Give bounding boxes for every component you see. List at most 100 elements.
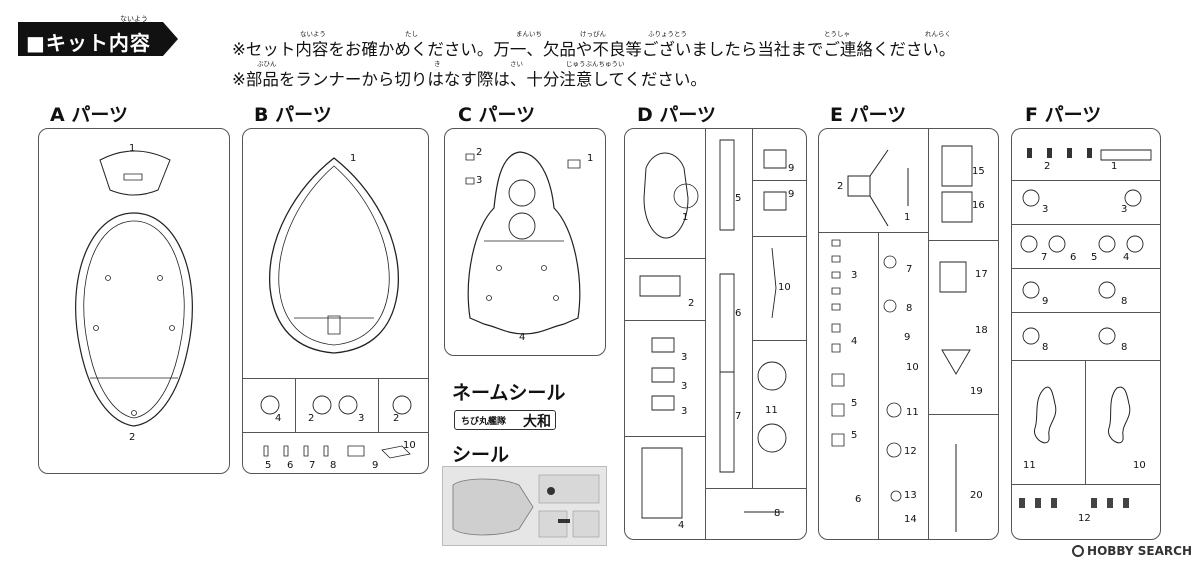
part-number: 3 (681, 381, 688, 392)
sticker-sheet-drawing (452, 474, 600, 538)
ruby-text: まんいち (516, 30, 542, 38)
hobby-search-watermark: HOBBY SEARCH (1072, 544, 1192, 558)
divider (752, 180, 807, 182)
part-number: 12 (904, 446, 917, 457)
part-number: 9 (788, 189, 795, 200)
ruby-text: き (434, 60, 441, 68)
part-number: 4 (678, 520, 685, 531)
part-number: 18 (975, 325, 988, 336)
part-number: 1 (587, 153, 594, 164)
divider (1011, 180, 1161, 182)
part-number: 19 (970, 386, 983, 397)
part-number: 20 (970, 490, 983, 501)
divider (624, 258, 706, 260)
part-number: 9 (1042, 296, 1049, 307)
notice-line-1: ※セット内容をお確かめください。万一、欠品や不良等ございましたら当社までご連絡く… (232, 40, 956, 59)
part-f-drawing (1019, 148, 1161, 508)
part-number: 3 (851, 270, 858, 281)
part-number: 15 (972, 166, 985, 177)
part-number: 5 (851, 398, 858, 409)
part-number: 2 (129, 432, 136, 443)
part-number: 16 (972, 200, 985, 211)
kit-contents-ruby: ないよう (120, 15, 148, 23)
part-number: 8 (1121, 296, 1128, 307)
name-seal-badge-small: ちび丸艦隊 (461, 417, 507, 427)
divider (752, 236, 807, 238)
watermark-text: HOBBY SEARCH (1087, 544, 1192, 558)
ruby-text: たし (405, 30, 418, 38)
part-number: 1 (129, 143, 136, 154)
part-number: 7 (735, 411, 742, 422)
part-number: 10 (778, 282, 791, 293)
ruby-text: ふりょうとう (648, 30, 687, 38)
part-number: 9 (372, 460, 379, 471)
part-number: 3 (681, 352, 688, 363)
part-f-title: F パーツ (1025, 104, 1102, 126)
divider (1011, 312, 1161, 314)
divider (706, 488, 807, 490)
hobby-search-logo-icon (1072, 545, 1085, 557)
name-seal-label: ネームシール (452, 382, 566, 404)
divider (624, 436, 706, 438)
part-number: 5 (1091, 252, 1098, 263)
divider (752, 340, 807, 342)
part-number: 1 (904, 212, 911, 223)
part-number: 3 (1121, 204, 1128, 215)
part-number: 4 (519, 332, 526, 343)
part-number: 11 (906, 407, 919, 418)
divider (378, 378, 380, 432)
part-b-drawing (242, 128, 429, 474)
part-number: 1 (682, 212, 689, 223)
divider (752, 128, 754, 488)
part-d-drawing (624, 128, 807, 540)
part-e-title: E パーツ (830, 104, 907, 126)
part-e-drawing (818, 128, 999, 540)
divider (1011, 268, 1161, 270)
part-number: 11 (1023, 460, 1036, 471)
part-number: 8 (1042, 342, 1049, 353)
part-number: 14 (904, 514, 917, 525)
part-number: 9 (904, 332, 911, 343)
part-number: 2 (393, 413, 400, 424)
part-number: 5 (265, 460, 272, 471)
part-number: 4 (1123, 252, 1130, 263)
divider (1011, 224, 1161, 226)
name-seal-badge-big: 大和 (523, 414, 551, 430)
divider (878, 232, 880, 540)
part-number: 1 (350, 153, 357, 164)
divider (928, 240, 999, 242)
part-number: 6 (855, 494, 862, 505)
part-number: 5 (851, 430, 858, 441)
part-number: 8 (906, 303, 913, 314)
part-c-title: C パーツ (458, 104, 536, 126)
part-number: 3 (681, 406, 688, 417)
seal-label: シール (452, 444, 510, 466)
part-number: 5 (735, 193, 742, 204)
part-number: 13 (904, 490, 917, 501)
divider (242, 432, 429, 434)
part-number: 6 (287, 460, 294, 471)
part-number: 2 (308, 413, 315, 424)
part-number: 3 (358, 413, 365, 424)
part-number: 8 (774, 508, 781, 519)
part-number: 11 (765, 405, 778, 416)
name-seal-badge: ちび丸艦隊 大和 (454, 410, 556, 430)
part-number: 8 (330, 460, 337, 471)
part-number: 6 (735, 308, 742, 319)
header-tab-shape (18, 22, 178, 56)
part-number: 10 (1133, 460, 1146, 471)
divider (705, 128, 707, 540)
ruby-text: ぶひん (257, 60, 277, 68)
part-number: 4 (851, 336, 858, 347)
part-number: 9 (788, 163, 795, 174)
divider (928, 414, 999, 416)
part-number: 8 (1121, 342, 1128, 353)
ruby-text: けっぴん (580, 30, 606, 38)
part-number: 10 (403, 440, 416, 451)
divider (818, 232, 928, 234)
part-number: 7 (906, 264, 913, 275)
divider (1085, 360, 1087, 484)
kit-contents-tab (18, 22, 178, 56)
ruby-text: れんらく (925, 30, 951, 38)
part-number: 7 (309, 460, 316, 471)
